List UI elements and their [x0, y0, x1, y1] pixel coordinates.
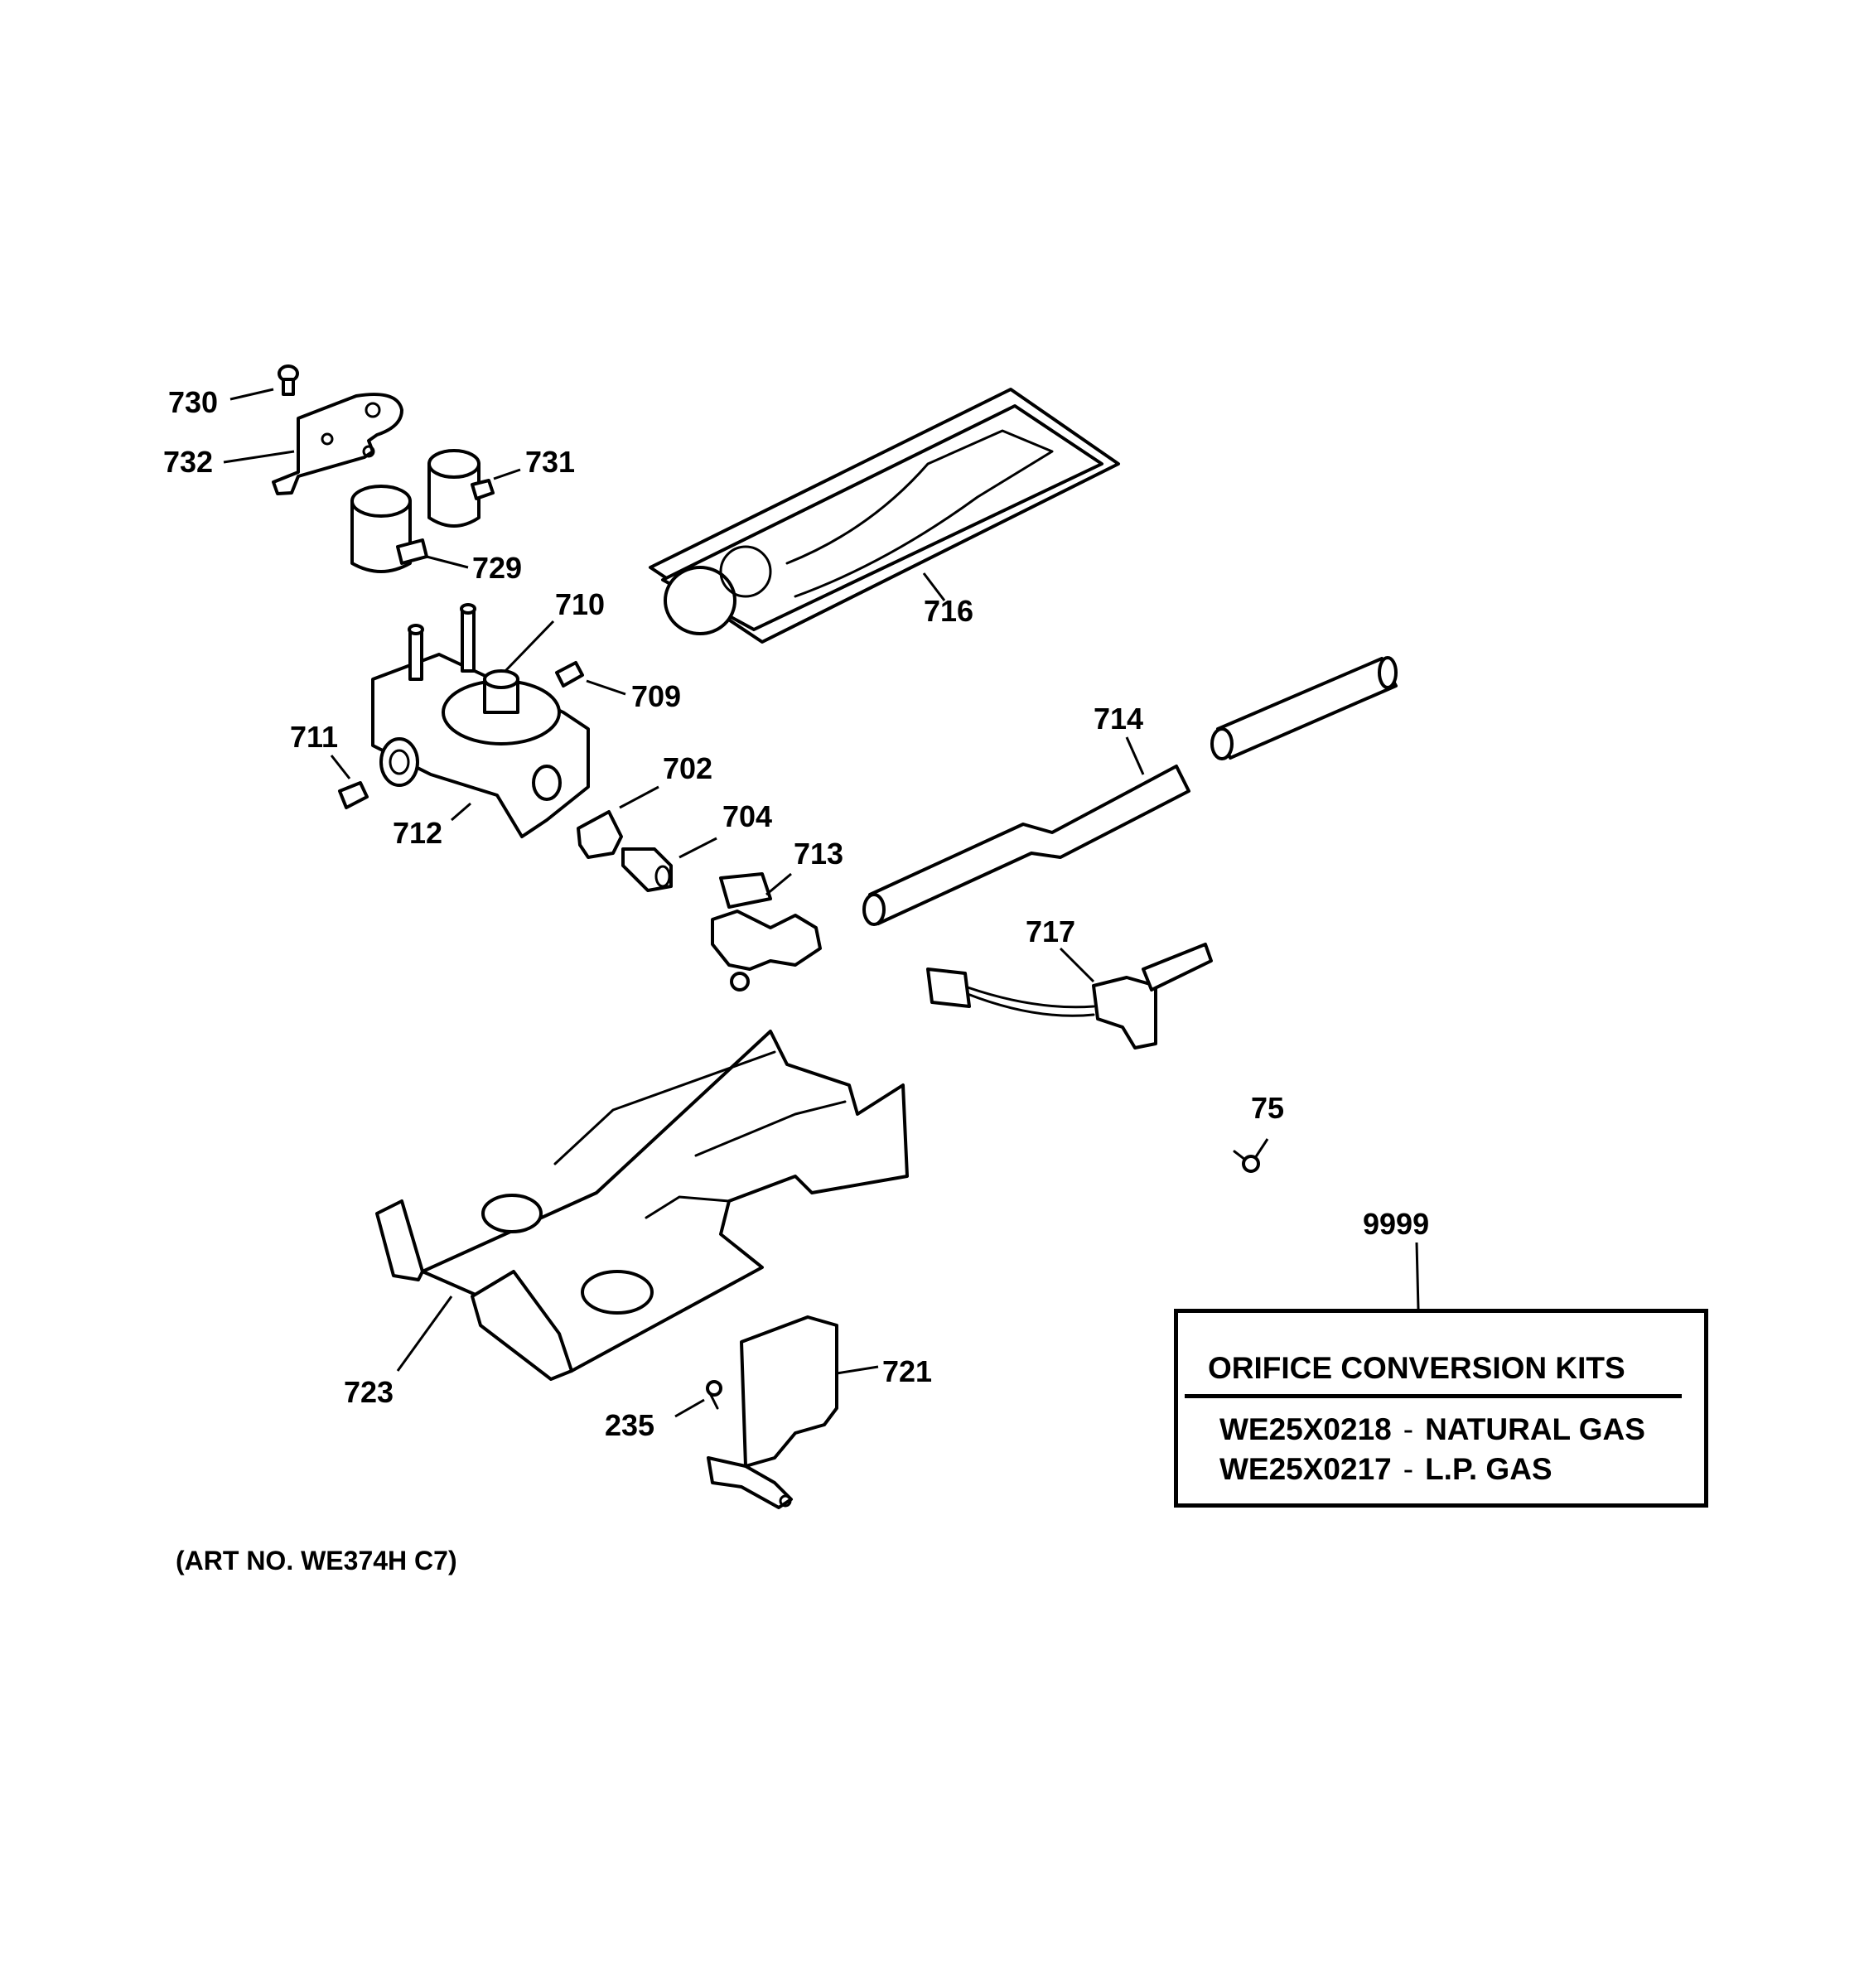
- part-713-shutoff-valve: [711, 872, 822, 992]
- leader-721: [836, 1365, 879, 1375]
- kit-item-description: L.P. GAS: [1425, 1452, 1553, 1486]
- callout-235: 235: [605, 1408, 654, 1442]
- part-729-coil: [350, 485, 428, 573]
- leader-714: [1125, 736, 1145, 775]
- callout-729: 729: [472, 551, 522, 585]
- callout-704: 704: [722, 799, 772, 833]
- leader-9999: [1415, 1242, 1420, 1310]
- callout-721: 721: [882, 1354, 932, 1388]
- part-711-fitting: [338, 781, 369, 809]
- part-717-igniter: [926, 943, 1213, 1049]
- callout-731: 731: [525, 445, 575, 479]
- callout-716: 716: [924, 594, 973, 628]
- part-709-fitting: [555, 661, 584, 688]
- callout-713: 713: [794, 837, 843, 871]
- part-714-tube: [862, 656, 1398, 926]
- leader-75: [1253, 1138, 1269, 1159]
- callout-723: 723: [344, 1375, 394, 1409]
- callout-714: 714: [1094, 702, 1143, 736]
- callout-9999: 9999: [1363, 1207, 1429, 1241]
- callout-717: 717: [1026, 914, 1075, 948]
- part-704-orifice: [621, 847, 673, 892]
- part-721-shield: [707, 1315, 838, 1509]
- callout-75: 75: [1251, 1091, 1284, 1125]
- leader-712: [451, 802, 471, 822]
- callout-709: 709: [631, 679, 681, 713]
- kit-item-part: WE25X0218: [1219, 1412, 1392, 1446]
- leader-731: [493, 468, 521, 480]
- leader-729: [426, 555, 469, 569]
- callout-702: 702: [663, 751, 712, 785]
- part-710-valve: [371, 603, 590, 838]
- part-731-coil: [427, 449, 495, 528]
- leader-709: [586, 679, 626, 696]
- kit-item-part: WE25X0217: [1219, 1452, 1392, 1486]
- kit-item-separator: -: [1403, 1452, 1414, 1486]
- part-235-screw: [706, 1380, 722, 1410]
- part-723-base-bracket: [375, 1030, 909, 1381]
- leader-716: [922, 572, 946, 601]
- leader-711: [330, 755, 351, 779]
- leader-723: [396, 1296, 453, 1372]
- kit-item-lp-gas: WE25X0217-L.P. GAS: [1219, 1452, 1553, 1487]
- leader-713: [765, 872, 792, 896]
- callout-710: 710: [555, 587, 605, 621]
- art-number: (ART NO. WE374H C7): [176, 1546, 457, 1575]
- leader-702: [619, 785, 659, 809]
- part-732-bracket: [272, 393, 403, 495]
- kit-item-natural-gas: WE25X0218-NATURAL GAS: [1219, 1412, 1645, 1447]
- leader-235: [674, 1398, 705, 1418]
- kit-divider: [1185, 1394, 1682, 1398]
- leader-730: [229, 388, 274, 401]
- kit-item-separator: -: [1403, 1412, 1414, 1446]
- callout-711: 711: [290, 720, 338, 754]
- leader-717: [1059, 947, 1095, 983]
- part-75-screw: [1233, 1150, 1260, 1173]
- kit-item-description: NATURAL GAS: [1425, 1412, 1645, 1446]
- callout-712: 712: [393, 816, 442, 850]
- part-716-burner: [649, 388, 1120, 644]
- leader-704: [678, 837, 717, 859]
- leader-732: [223, 450, 295, 464]
- kit-title: ORIFICE CONVERSION KITS: [1208, 1351, 1625, 1385]
- part-702-nut: [577, 810, 623, 859]
- leader-710: [504, 620, 555, 673]
- part-730-screw: [278, 364, 299, 396]
- orifice-kit-box: ORIFICE CONVERSION KITS WE25X0218-NATURA…: [1174, 1309, 1708, 1508]
- callout-732: 732: [163, 445, 213, 479]
- callout-730: 730: [168, 385, 218, 419]
